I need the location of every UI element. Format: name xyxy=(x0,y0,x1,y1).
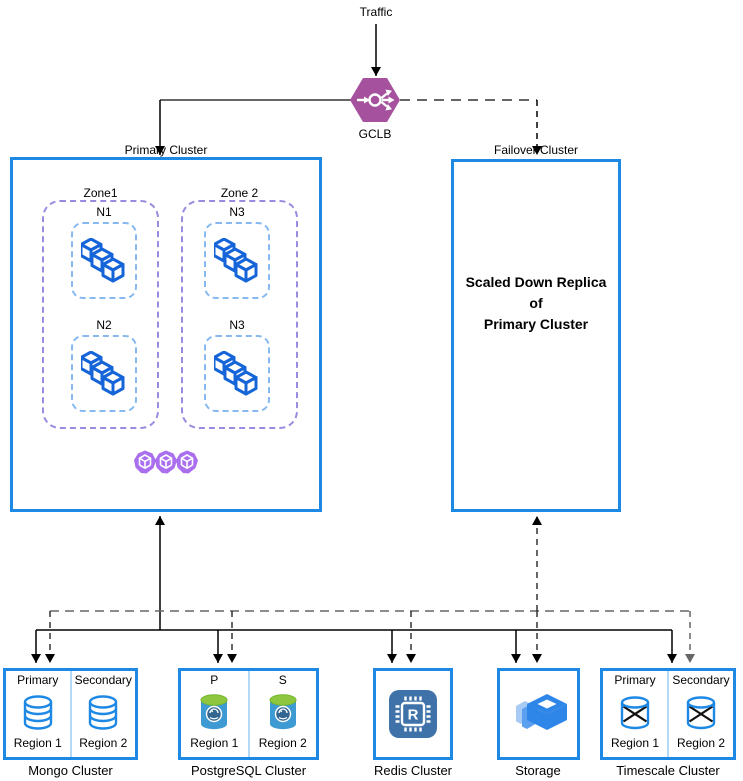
primary-cluster-label: Primary Cluster xyxy=(124,143,208,157)
storage-bucket-icon xyxy=(510,691,568,737)
kubernetes-pods-icon xyxy=(133,449,199,475)
region-label: Region 1 xyxy=(610,736,660,751)
zone-box-2 xyxy=(181,200,298,429)
gclb-label: GCLB xyxy=(358,127,392,141)
primary-cluster-box xyxy=(10,157,322,512)
mongo-primary-cell: Primary Region 1 xyxy=(6,671,70,757)
postgresql-cylinder-icon xyxy=(268,693,298,733)
node-label: N3 xyxy=(229,318,245,332)
storage-box xyxy=(497,668,580,760)
region-label: Region 1 xyxy=(190,736,239,751)
redis-cluster-box: R xyxy=(373,668,453,760)
postgresql-cylinder-icon xyxy=(199,693,229,733)
region-label: Region 2 xyxy=(79,736,128,751)
storage-caption: Storage xyxy=(515,763,561,778)
crossed-database-icon xyxy=(619,695,651,730)
node-label: N3 xyxy=(229,205,245,219)
node-label: N2 xyxy=(96,318,112,332)
mongo-secondary-cell: Secondary Region 2 xyxy=(69,671,136,757)
node-box-n2 xyxy=(71,335,137,412)
timescale-cluster-box: Primary Region 1 Secondary Region 2 xyxy=(600,668,736,760)
zone-box-1 xyxy=(42,200,159,429)
postgresql-cluster-caption: PostgreSQL Cluster xyxy=(190,763,307,778)
region-label: Region 2 xyxy=(676,736,726,751)
role-label: S xyxy=(278,673,287,687)
role-label: Primary xyxy=(614,673,656,687)
zone-label: Zone 2 xyxy=(220,186,259,200)
database-cylinder-icon xyxy=(87,694,119,731)
container-cubes-icon xyxy=(212,350,260,397)
role-label: P xyxy=(210,673,219,687)
redis-cluster-caption: Redis Cluster xyxy=(373,763,453,778)
postgres-primary-cell: P Region 1 xyxy=(181,671,248,757)
failover-cluster-label: Failover Cluster xyxy=(493,143,579,157)
timescale-cluster-caption: Timescale Cluster xyxy=(616,763,720,778)
failover-text-line: Scaled Down Replica xyxy=(465,274,607,290)
role-label: Secondary xyxy=(672,673,730,687)
failover-text-line: Primary Cluster xyxy=(483,316,589,332)
node-box-n1 xyxy=(71,222,137,299)
role-label: Secondary xyxy=(74,673,132,687)
svg-text:R: R xyxy=(408,707,419,724)
database-cylinder-icon xyxy=(22,694,54,731)
load-balancer-icon xyxy=(349,77,401,123)
mongo-cluster-caption: Mongo Cluster xyxy=(28,763,113,778)
node-box-n3a xyxy=(204,222,270,299)
region-label: Region 1 xyxy=(13,736,62,751)
container-cubes-icon xyxy=(79,350,127,397)
region-label: Region 2 xyxy=(258,736,307,751)
postgres-secondary-cell: S Region 2 xyxy=(247,671,317,757)
timescale-secondary-cell: Secondary Region 2 xyxy=(667,671,733,757)
traffic-label: Traffic xyxy=(359,5,393,19)
role-label: Primary xyxy=(17,673,59,687)
zone-label: Zone1 xyxy=(83,186,118,200)
postgresql-cluster-box: P Region 1 S Region 2 xyxy=(178,668,319,760)
failover-cluster-text: Scaled Down Replica of Primary Cluster xyxy=(454,162,618,509)
failover-cluster-box: Scaled Down Replica of Primary Cluster xyxy=(451,159,621,512)
mongo-cluster-box: Primary Region 1 Secondary Region 2 xyxy=(3,668,138,760)
failover-text-line: of xyxy=(529,295,543,311)
crossed-database-icon xyxy=(685,695,717,730)
node-label: N1 xyxy=(96,205,112,219)
container-cubes-icon xyxy=(212,237,260,284)
redis-chip-icon: R xyxy=(389,690,437,738)
container-cubes-icon xyxy=(79,237,127,284)
timescale-primary-cell: Primary Region 1 xyxy=(603,671,667,757)
node-box-n3b xyxy=(204,335,270,412)
